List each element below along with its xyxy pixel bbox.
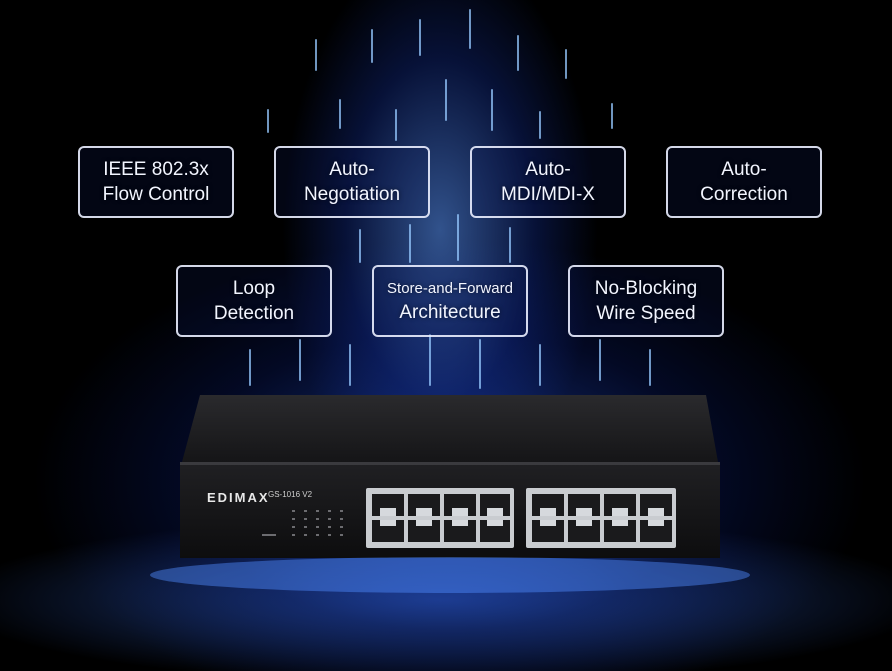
feature-store-forward: Store-and-Forward Architecture xyxy=(372,265,528,337)
feature-line: MDI/MDI-X xyxy=(501,184,595,205)
model-label: GS-1016 V2 xyxy=(268,490,313,499)
feature-line: Flow Control xyxy=(102,184,210,205)
feature-line: Detection xyxy=(213,303,295,324)
feature-line: Store-and-Forward xyxy=(387,279,513,297)
feature-line: Auto- xyxy=(525,159,571,180)
feature-auto-mdi: Auto- MDI/MDI-X xyxy=(470,146,626,218)
feature-line: Negotiation xyxy=(303,184,401,205)
feature-loop-detection: Loop Detection xyxy=(176,265,332,337)
switch-top xyxy=(182,395,718,462)
floor-reflection xyxy=(150,557,750,593)
led-indicators xyxy=(262,510,343,536)
port-bank-right xyxy=(526,488,676,548)
feature-line: Wire Speed xyxy=(596,303,696,324)
feature-line: Loop xyxy=(232,278,276,299)
feature-no-blocking: No-Blocking Wire Speed xyxy=(568,265,724,337)
feature-line: IEEE 802.3x xyxy=(103,159,209,180)
feature-auto-correction: Auto- Correction xyxy=(666,146,822,218)
feature-line: Auto- xyxy=(329,159,375,180)
port-bank-left xyxy=(366,488,514,548)
feature-line: No-Blocking xyxy=(594,278,698,299)
feature-flow-control: IEEE 802.3x Flow Control xyxy=(78,146,234,218)
feature-line: Auto- xyxy=(721,159,767,180)
brand-logo: EDIMAX xyxy=(207,490,270,505)
feature-auto-negotiation: Auto- Negotiation xyxy=(274,146,430,218)
feature-line: Architecture xyxy=(399,301,501,323)
feature-line: Correction xyxy=(700,184,788,205)
